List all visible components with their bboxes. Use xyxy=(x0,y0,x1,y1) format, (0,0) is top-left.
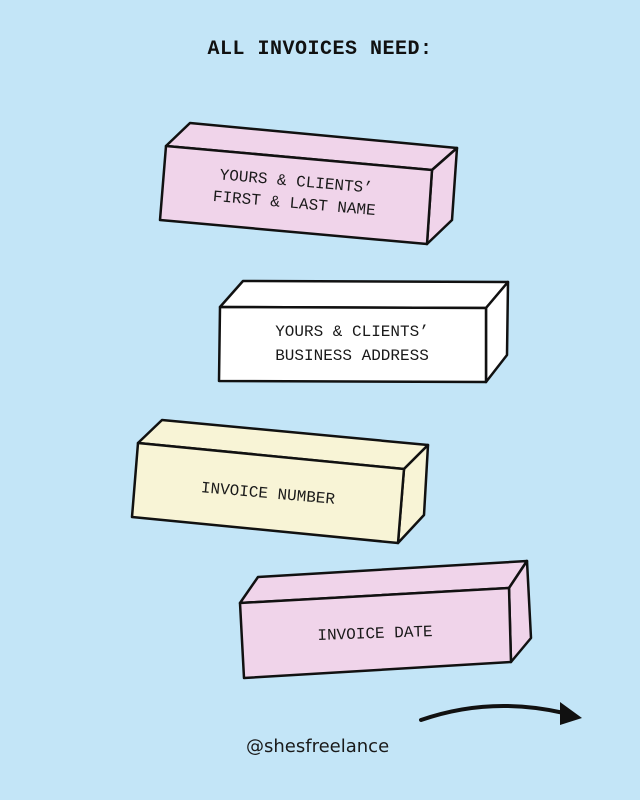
author-handle: @shesfreelance xyxy=(246,736,390,757)
block-address: YOURS & CLIENTS’ BUSINESS ADDRESS xyxy=(217,279,510,384)
arrow-right-icon[interactable] xyxy=(419,702,582,725)
block-address-line-1: YOURS & CLIENTS’ xyxy=(275,323,429,341)
block-invoice-number: INVOICE NUMBER xyxy=(130,418,430,545)
block-name: YOURS & CLIENTS’ FIRST & LAST NAME xyxy=(158,121,459,246)
block-address-line-2: BUSINESS ADDRESS xyxy=(275,347,429,365)
block-invoice-date: INVOICE DATE xyxy=(238,559,533,680)
block-invoice-date-label: INVOICE DATE xyxy=(317,623,433,645)
page-title: ALL INVOICES NEED: xyxy=(207,38,433,61)
